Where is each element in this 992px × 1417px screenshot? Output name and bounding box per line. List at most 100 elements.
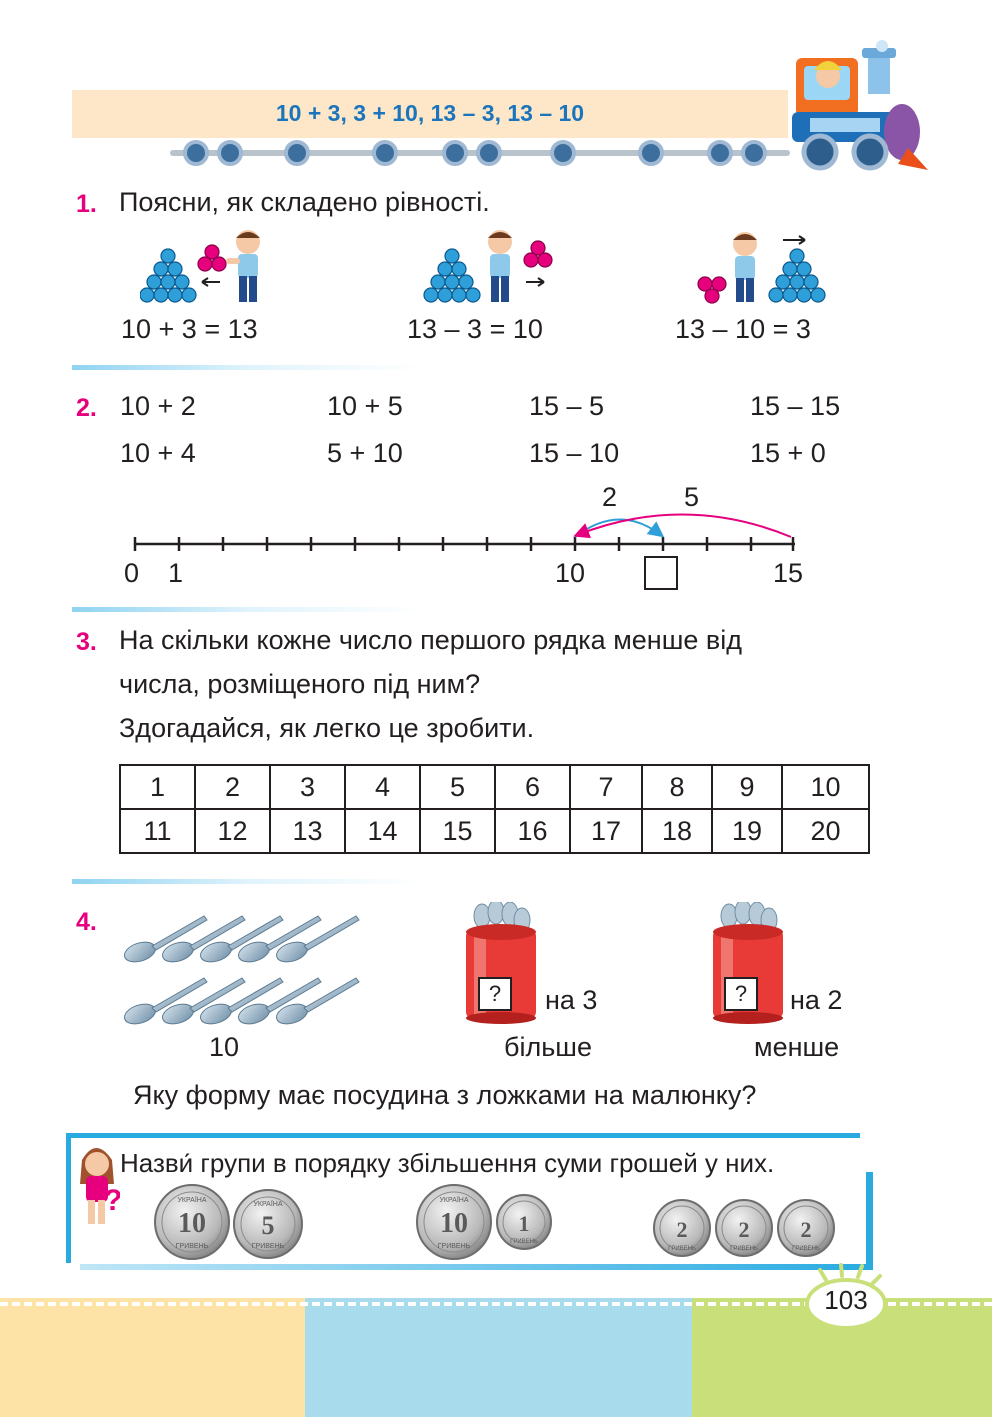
- coin-10-icon: 10 УКРАЇНА ГРИВЕНЬ: [154, 1184, 230, 1260]
- coin-value: 5: [262, 1211, 275, 1240]
- svg-text:?: ?: [104, 1184, 120, 1217]
- coin-value: 1: [519, 1211, 530, 1236]
- svg-text:УКРАЇНА: УКРАЇНА: [253, 1200, 282, 1208]
- numberline-tick-1: 1: [168, 558, 184, 588]
- bonus-instruction: Назви́ групи в порядку збільшення суми г…: [120, 1148, 775, 1178]
- table-cell: 10: [781, 764, 870, 810]
- train-locomotive-icon: [792, 40, 928, 171]
- table-cell: 5: [419, 764, 496, 810]
- table-cell: 14: [344, 808, 421, 854]
- table-cell: 20: [781, 808, 870, 854]
- bonus-frame-top: [66, 1133, 860, 1138]
- table-cell: 8: [641, 764, 713, 810]
- task2-expr: 10 + 2: [120, 391, 196, 421]
- task1-equation-2: 13 – 3 = 10: [407, 314, 543, 344]
- table-cell: 1: [119, 764, 196, 810]
- task1-instruction: Поясни, як складено рівності.: [119, 187, 490, 217]
- task4-question: Яку форму має посудина з ложками на малю…: [133, 1080, 757, 1110]
- task3-instruction-line-3: Здогадайся, як легко це зробити.: [119, 713, 535, 743]
- task3-instruction-line-1: На скільки кожне число першого рядка мен…: [119, 625, 742, 655]
- coin-group-1: 10 УКРАЇНА ГРИВЕНЬ 5 УКРАЇНА ГРИВЕНЬ: [154, 1184, 303, 1260]
- table-cell: 15: [419, 808, 496, 854]
- numberline-answer-box[interactable]: [644, 556, 678, 590]
- coin-2-icon: 2 ГРИВЕНЬ: [715, 1199, 773, 1257]
- numberline-tick-0: 0: [124, 558, 140, 588]
- page-number: 103: [824, 1285, 868, 1315]
- svg-text:ГРИВЕНЬ: ГРИВЕНЬ: [730, 1246, 758, 1252]
- svg-text:ГРИВЕНЬ: ГРИВЕНЬ: [438, 1243, 471, 1250]
- task3-number: 3.: [76, 628, 97, 656]
- svg-text:УКРАЇНА: УКРАЇНА: [439, 1196, 468, 1204]
- svg-text:ГРИВЕНЬ: ГРИВЕНЬ: [510, 1239, 538, 1245]
- spoons-picture: [124, 915, 360, 1025]
- numberline-arc-label-5: 5: [684, 482, 700, 512]
- number-line: [133, 513, 795, 551]
- header-banner: [72, 90, 788, 138]
- coin-value: 2: [739, 1217, 750, 1242]
- task1-equation-1: 10 + 3 = 13: [121, 314, 258, 344]
- table-cell: 2: [194, 764, 271, 810]
- bonus-frame-left: [66, 1133, 71, 1263]
- coin-5-icon: 5 УКРАЇНА ГРИВЕНЬ: [233, 1189, 303, 1259]
- coin-value: 2: [801, 1217, 812, 1242]
- task2-expr: 10 + 5: [327, 391, 403, 421]
- numberline-tick-15: 15: [773, 558, 804, 588]
- table-cell: 6: [494, 764, 571, 810]
- number-table: 1 2 3 4 5 6 7 8 9 10 11 12 13 14 15 16 1…: [119, 764, 870, 854]
- coin-value: 2: [677, 1217, 688, 1242]
- task1-equation-3: 13 – 10 = 3: [675, 314, 811, 344]
- task2-expr: 15 – 5: [529, 391, 605, 421]
- table-cell: 19: [711, 808, 783, 854]
- cup2-label: на 2: [790, 985, 843, 1015]
- table-cell: 11: [119, 808, 196, 854]
- table-row: 1 2 3 4 5 6 7 8 9 10: [119, 764, 870, 810]
- task2-expr: 5 + 10: [327, 438, 403, 468]
- table-cell: 17: [569, 808, 643, 854]
- separator: [72, 365, 422, 370]
- coin-group-3: 2 ГРИВЕНЬ 2 ГРИВЕНЬ 2 ГРИВЕНЬ: [653, 1199, 835, 1257]
- spoons-count: 10: [209, 1032, 240, 1062]
- footer-band-blue: [305, 1298, 692, 1417]
- task1-picture-1: [140, 230, 260, 303]
- svg-text:ГРИВЕНЬ: ГРИВЕНЬ: [668, 1246, 696, 1252]
- bonus-frame-bottom: [80, 1264, 873, 1270]
- svg-text:ГРИВЕНЬ: ГРИВЕНЬ: [252, 1243, 285, 1250]
- separator: [72, 879, 422, 884]
- header-banner-text: 10 + 3, 3 + 10, 13 – 3, 13 – 10: [275, 100, 585, 126]
- table-cell: 12: [194, 808, 271, 854]
- coin-1-icon: 1 ГРИВЕНЬ: [496, 1194, 552, 1250]
- table-cell: 4: [344, 764, 421, 810]
- cup2-answer-box[interactable]: ?: [724, 977, 758, 1011]
- table-cell: 13: [269, 808, 346, 854]
- task1-picture-3: [697, 232, 826, 304]
- task2-expr: 10 + 4: [120, 438, 196, 468]
- task4-number: 4.: [76, 908, 97, 936]
- footer-dashed-line: [0, 1302, 992, 1306]
- task3-instruction-line-2: числа, розміщеного під ним?: [119, 669, 481, 699]
- girl-question-icon: ?: [80, 1148, 120, 1224]
- page-number-badge: [805, 1263, 887, 1330]
- cup2-label-less: менше: [754, 1032, 840, 1062]
- cup1-answer-box[interactable]: ?: [478, 977, 512, 1011]
- svg-text:ГРИВЕНЬ: ГРИВЕНЬ: [176, 1243, 209, 1250]
- table-cell: 9: [711, 764, 783, 810]
- separator: [72, 607, 422, 612]
- footer-band-yellow: [0, 1298, 305, 1417]
- coin-10-icon: 10 УКРАЇНА ГРИВЕНЬ: [416, 1184, 492, 1260]
- task2-expr: 15 – 15: [750, 391, 841, 421]
- coin-value: 10: [178, 1208, 206, 1239]
- bonus-frame-right: [866, 1172, 873, 1268]
- coin-value: 10: [440, 1208, 468, 1239]
- table-cell: 18: [641, 808, 713, 854]
- svg-text:ГРИВЕНЬ: ГРИВЕНЬ: [792, 1246, 820, 1252]
- table-row: 11 12 13 14 15 16 17 18 19 20: [119, 808, 870, 854]
- coin-2-icon: 2 ГРИВЕНЬ: [777, 1199, 835, 1257]
- numberline-arc-label-2: 2: [602, 482, 618, 512]
- svg-text:УКРАЇНА: УКРАЇНА: [177, 1196, 206, 1204]
- coin-group-2: 10 УКРАЇНА ГРИВЕНЬ 1 ГРИВЕНЬ: [416, 1184, 552, 1260]
- task2-expr: 15 – 10: [529, 438, 620, 468]
- table-cell: 3: [269, 764, 346, 810]
- coin-2-icon: 2 ГРИВЕНЬ: [653, 1199, 711, 1257]
- table-cell: 7: [569, 764, 643, 810]
- task1-picture-2: [423, 230, 553, 303]
